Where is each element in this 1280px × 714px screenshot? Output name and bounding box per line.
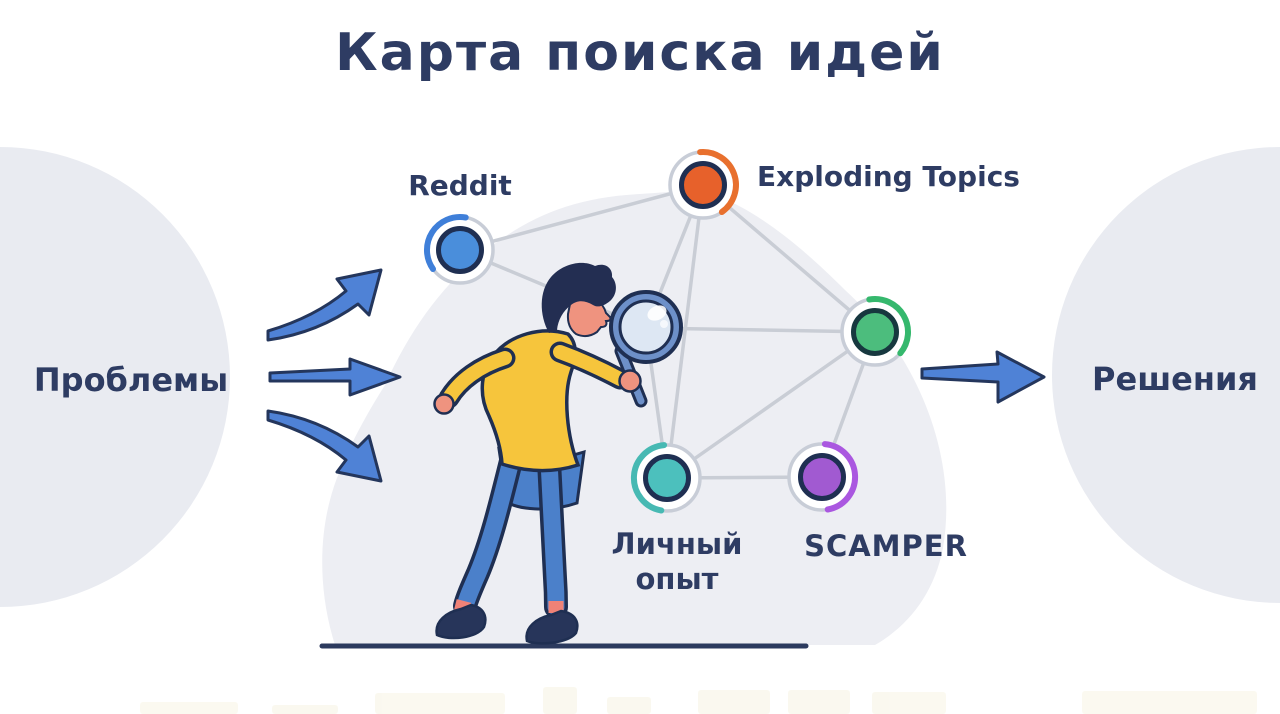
- node-core: [679, 161, 727, 209]
- node-core: [436, 226, 484, 274]
- left-background-blob: [0, 147, 230, 607]
- node-label-scamper: SCAMPER: [804, 529, 968, 563]
- node-accent-arc: [630, 442, 668, 514]
- node-trend: [840, 296, 911, 367]
- node-core: [643, 454, 691, 502]
- person-back-hand: [433, 393, 455, 415]
- edge-reddit-exploding: [458, 183, 705, 252]
- node-scamper: [787, 441, 859, 513]
- edge-trend-hub: [644, 326, 877, 334]
- solutions-label: Решения: [1092, 360, 1258, 398]
- node-core: [798, 453, 846, 501]
- edge-exploding-personal: [665, 183, 705, 480]
- person-back-arm: [442, 351, 512, 405]
- person-illustration: [433, 262, 683, 645]
- person-front-leg: [540, 452, 565, 616]
- node-reddit: [424, 214, 495, 285]
- node-exploding-topics: [668, 149, 739, 220]
- magnifying-glass-icon: [609, 290, 683, 408]
- node-accent-arc: [424, 214, 469, 272]
- magnifier-lens-glint: [660, 320, 668, 328]
- node-personal-experience: [630, 442, 702, 514]
- magnifier-lens-highlight: [647, 305, 667, 321]
- person-front-arm: [553, 345, 627, 386]
- central-cloud-blob: [322, 191, 947, 645]
- problems-arrow-top: [266, 268, 383, 342]
- solutions-arrow: [920, 350, 1046, 404]
- person-front-shoe: [525, 609, 579, 645]
- node-label-personal-experience: Личный опыт: [611, 527, 743, 596]
- person-back-leg: [456, 452, 520, 615]
- flow-arrows: [266, 268, 1046, 483]
- person-front-hand: [618, 369, 642, 393]
- node-accent-arc: [697, 149, 739, 215]
- node-accent-arc: [821, 441, 859, 513]
- person-back-shoe: [435, 603, 487, 640]
- problems-label: Проблемы: [33, 361, 229, 399]
- edge-exploding-trend: [701, 183, 877, 334]
- node-label-reddit: Reddit: [408, 169, 512, 202]
- page-title: Карта поиска идей: [335, 23, 945, 83]
- node-label-exploding-topics: Exploding Topics: [757, 160, 1020, 193]
- bottom-edge-artifacts: [140, 687, 1257, 714]
- problems-arrow-middle: [268, 357, 402, 397]
- right-background-blob: [1052, 147, 1280, 603]
- person-hair: [541, 262, 616, 333]
- node-core: [851, 308, 899, 356]
- problems-arrow-bottom: [266, 409, 383, 483]
- node-accent-arc: [866, 296, 911, 357]
- edge-trend-personal: [665, 330, 877, 480]
